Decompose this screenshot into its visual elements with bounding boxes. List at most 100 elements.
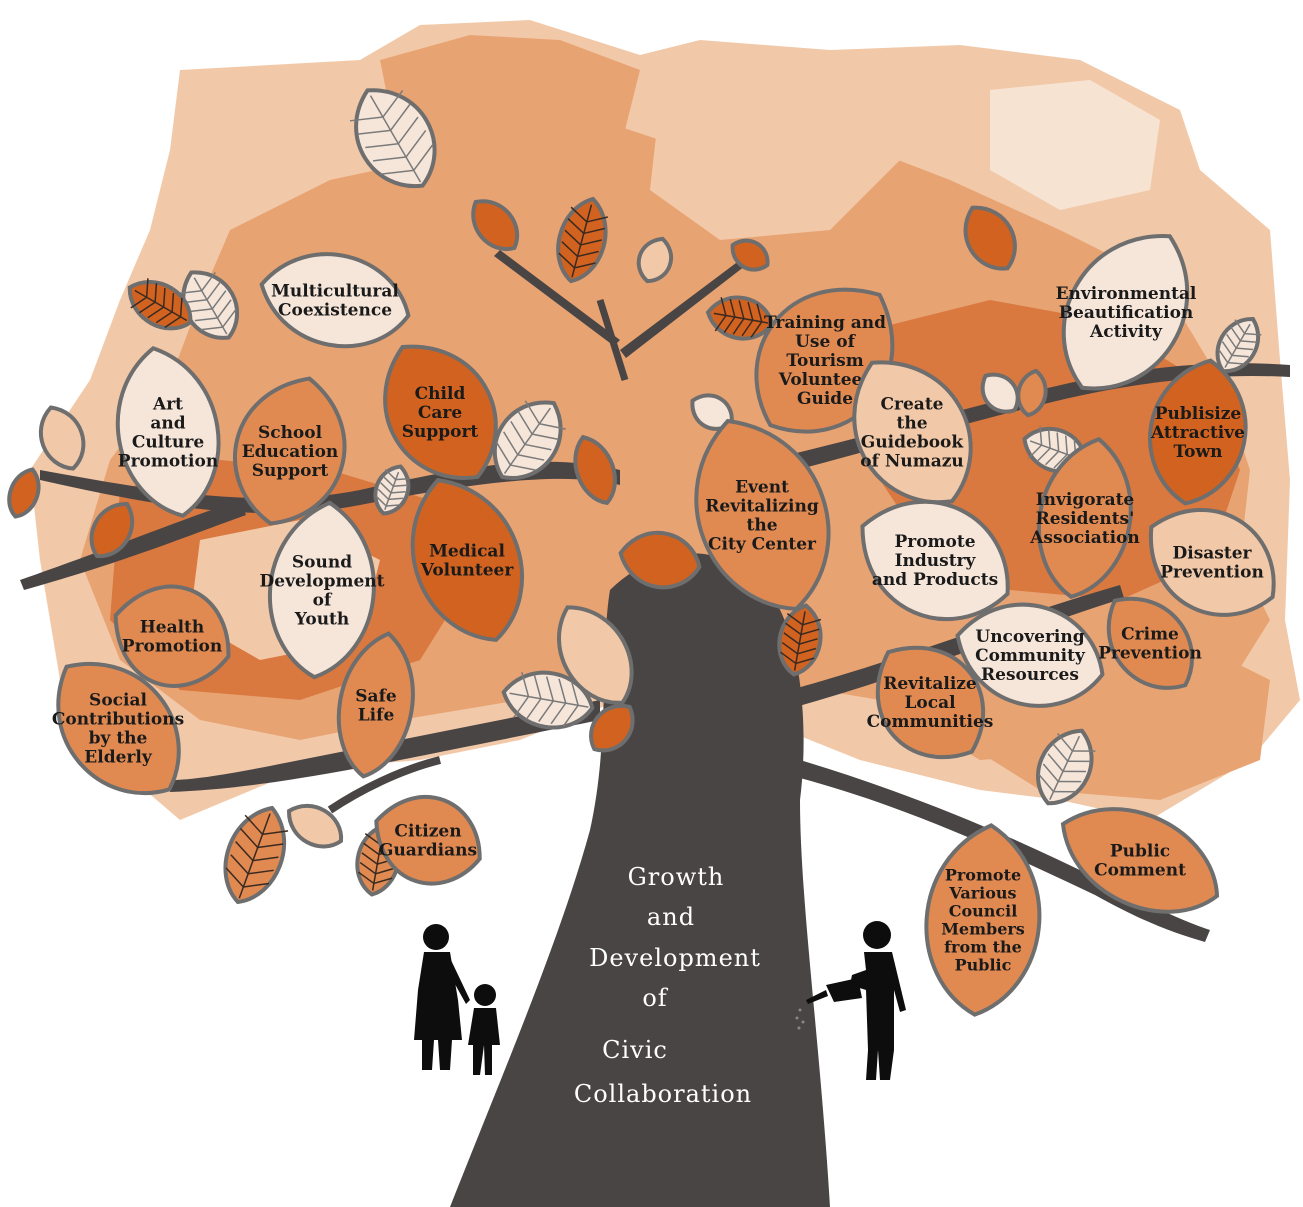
leaf-citizen-guardians [374,794,482,886]
leaf-label-line: the [746,515,777,535]
leaf-health-promotion [113,584,231,688]
leaf-label-line: Life [358,705,395,725]
leaf-school-education [233,376,347,526]
leaf-label-line: Various [948,884,1016,903]
leaf-label-line: and Products [872,570,998,590]
leaf-safe-life [336,631,415,779]
decorative-leaf [963,205,1017,271]
decorative-leaf [573,434,617,506]
leaf-revitalize-local-shape [875,645,985,760]
leaf-create-guidebook-shape [852,360,973,505]
leaf-art-culture-shape [115,346,221,518]
leaf-social-contributions [56,662,181,796]
leaf-label-line: Disaster [1173,543,1253,563]
decorative-leaf [373,464,411,516]
leaf-invigorate-residents [1037,436,1133,599]
leaf-label-line: City Center [708,534,817,554]
leaf-label-line: Public [1110,841,1170,861]
leaf-safe-life-shape [336,631,415,779]
decorative-leaf [1036,728,1096,806]
leaf-label-line: Publisize [1155,404,1242,424]
leaf-school-education-shape [233,376,347,526]
decorative-leaf [589,703,635,753]
leaf-label-line: from the [944,938,1022,957]
leaf-medical-volunteer [410,477,524,642]
leaf-label-line: the [896,413,927,433]
leaf-label-line: Invigorate [1036,490,1135,510]
leaf-label-line: Residents' [1036,509,1135,529]
leaf-uncovering-resources [955,602,1105,708]
leaf-label-line: Attractive [1150,423,1245,443]
leaf-citizen-guardians-shape [374,794,482,886]
decorative-leaf-shape [287,803,343,849]
decorative-leaf [7,467,41,519]
leaf-label-line: Community [975,646,1086,666]
leaf-label-line: Development [260,571,385,591]
parent-and-child-silhouette [414,924,500,1075]
leaf-label-line: Coexistence [278,300,392,320]
decorative-leaf [557,605,634,705]
decorative-leaf-shape [963,205,1017,271]
decorative-leaf [287,803,343,849]
decorative-leaf [179,270,240,340]
leaf-label-line: Industry [895,551,977,571]
leaf-label-line: Town [1173,442,1222,462]
leaf-uncovering-resources-shape [955,602,1105,708]
leaf-disaster-prevention-shape [1148,508,1276,617]
decorative-leaf [471,199,520,252]
leaf-publisize-town [1148,358,1248,506]
leaf-label-line: Association [1029,528,1140,548]
leaf-label-line: Medical [429,541,505,561]
leaf-label-line: Contributions [52,709,184,729]
leaf-promote-industry-shape [860,499,1010,621]
leaf-label-line: Safe [355,686,397,706]
leaf-promote-council [924,823,1042,1017]
person-watering-silhouette [806,921,906,1080]
leaf-label-line: Crime [1121,624,1179,644]
leaf-label-line: Multicultural [271,281,399,301]
leaf-label-line: Promotion [118,451,218,471]
decorative-leaf [89,502,135,558]
decorative-leaf-shape [557,605,634,705]
decorative-leaf-shape [730,238,770,272]
leaf-label-line: Communities [867,712,994,732]
trunk-label-line: Collaboration [574,1080,752,1108]
leaf-environmental-shape [1061,234,1190,391]
decorative-leaf [556,196,609,284]
decorative-leaf-shape [636,236,674,284]
leaf-label-line: Guardians [379,840,477,860]
leaf-label-line: Training and [764,313,886,333]
leaf-label-line: by the [89,728,148,748]
leaf-public-comment-shape [1060,807,1220,914]
trunk-label-line: of [642,984,668,1012]
leaf-label-line: Promotion [122,636,222,656]
decorative-leaf [618,530,702,590]
leaf-label-line: Council [949,902,1018,921]
trunk-label-line: Civic [602,1036,668,1064]
leaf-label-line: Youth [294,609,350,629]
leaf-label-line: Elderly [84,747,153,767]
leaf-label-line: Resources [981,665,1079,685]
leaf-environmental [1061,234,1190,391]
leaf-crime-prevention-shape [1106,597,1194,690]
trunk-label-line: and [647,903,695,931]
leaf-create-guidebook [852,360,973,505]
decorative-leaf-shape [7,467,41,519]
leaf-multicultural-shape [259,252,411,349]
decorative-leaf [501,670,595,730]
leaf-medical-volunteer-shape [410,477,524,642]
leaf-label-line: Support [402,422,479,442]
decorative-leaf [636,236,674,284]
